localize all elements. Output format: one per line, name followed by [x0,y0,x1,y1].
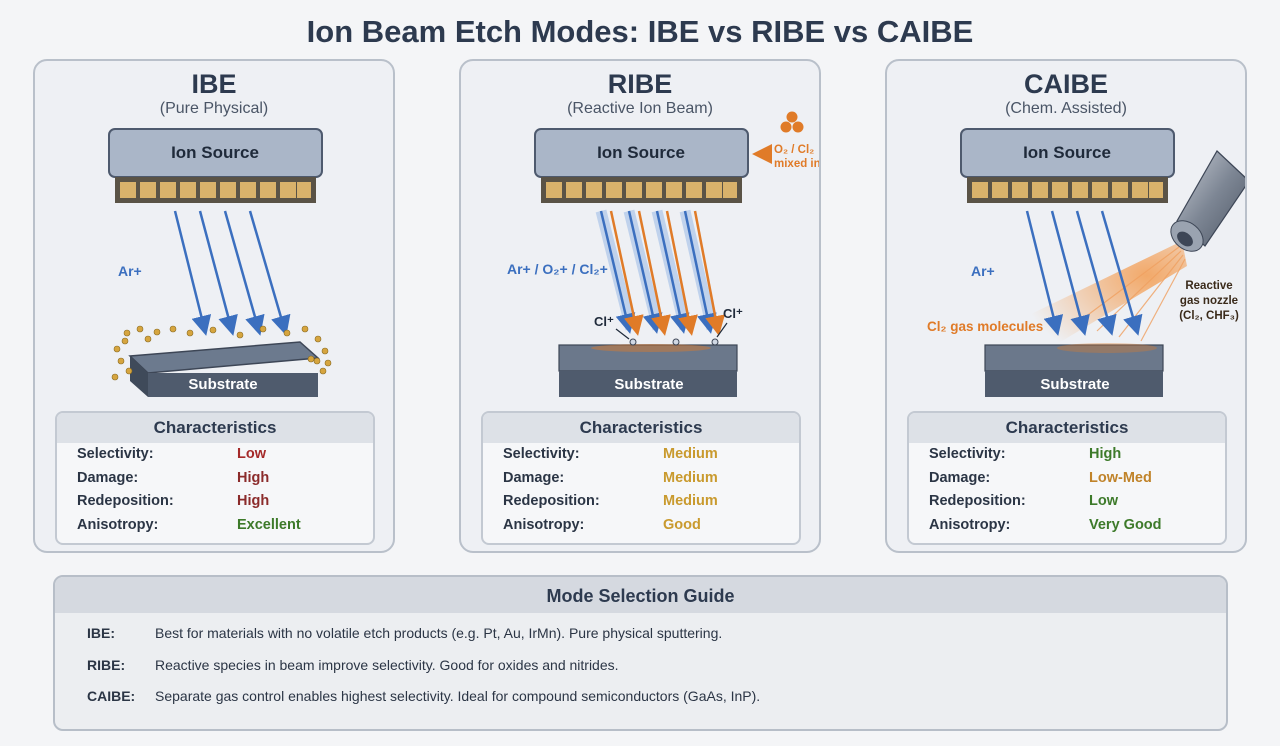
characteristic-value: High [237,469,270,486]
substrate: Substrate [128,341,320,397]
characteristic-label: Redeposition: [929,493,1026,509]
characteristics-box: Characteristics Selectivity: High Damage… [907,411,1227,545]
beam-label: Ar+ / O₂+ / Cl₂+ [507,261,608,277]
characteristic-label: Anisotropy: [929,516,1011,533]
characteristic-row: Selectivity: Low [57,443,373,467]
characteristic-label: Redeposition: [503,493,600,509]
page-title: Ion Beam Etch Modes: IBE vs RIBE vs CAIB… [306,14,974,49]
ion-beams [173,210,291,336]
panel-subtitle: (Pure Physical) [159,100,269,117]
ion-source-label: Ion Source [171,143,259,162]
characteristic-label: Anisotropy: [503,516,585,533]
ion-source-label: Ion Source [1023,143,1111,162]
characteristic-label: Anisotropy: [77,516,159,533]
characteristic-value: Medium [663,446,718,462]
gas-plume [1027,241,1187,356]
ion-source: Ion Source [960,128,1175,203]
characteristic-value: Low [1089,493,1118,509]
panel-ibe: IBE (Pure Physical) Ion Source [33,59,395,553]
guide-title: Mode Selection Guide [55,577,1226,613]
characteristic-label: Damage: [929,469,991,486]
panel-ribe: RIBE (Reactive Ion Beam) Ion Source O₂ /… [459,59,821,553]
gas-label: O₂ / Cl₂ [774,144,814,156]
characteristic-value: Medium [663,469,718,486]
substrate: Substrate [558,338,738,397]
characteristic-value: High [1089,446,1122,462]
characteristics-title: Characteristics [483,413,799,443]
characteristic-row: Selectivity: Medium [483,443,799,467]
characteristic-row: Selectivity: High [909,443,1225,467]
characteristic-row: Anisotropy: Very Good [909,514,1225,538]
nozzle-label: Reactive [1185,280,1232,292]
characteristic-row: Anisotropy: Good [483,514,799,538]
characteristic-row: Anisotropy: Excellent [57,514,373,538]
caibe-diagram: Ion Source Ar+ Cl₂ gas molecules Reactiv… [927,128,1245,397]
gas-molecules-label: Cl₂ gas molecules [927,319,1043,334]
gas-molecule-icon [780,111,804,133]
characteristic-value: Good [663,516,701,533]
redeposition-particles [111,325,332,381]
characteristics-box: Characteristics Selectivity: Low Damage:… [55,411,375,545]
ibe-diagram: Ion Source Ar+ Substrate [108,128,332,397]
ion-source-label: Ion Source [597,143,685,162]
substrate-label: Substrate [188,376,257,393]
characteristic-label: Damage: [77,469,139,486]
characteristic-value: Low-Med [1089,469,1152,486]
characteristic-label: Damage: [503,469,565,486]
characteristic-value: High [237,493,270,509]
ion-source: Ion Source [534,128,749,203]
panel-title: IBE [191,69,237,99]
characteristics-title: Characteristics [909,413,1225,443]
characteristic-row: Redeposition: Medium [483,490,799,514]
guide-text: Best for materials with no volatile etch… [155,625,723,641]
characteristics-title: Characteristics [57,413,373,443]
beam-label: Ar+ [118,263,142,279]
substrate-label: Substrate [1040,376,1109,393]
characteristic-row: Damage: High [57,467,373,491]
substrate: Substrate [984,343,1164,397]
guide-text: Reactive species in beam improve selecti… [155,657,619,673]
beam-label: Ar+ [971,263,995,279]
ion-source: Ion Source [108,128,323,203]
nozzle-label: (Cl₂, CHF₃) [1179,310,1239,322]
characteristic-value: Low [237,446,266,462]
cl-ion-label: Cl⁺ [723,306,743,321]
guide-mode: IBE: [87,625,115,641]
substrate-label: Substrate [614,376,683,393]
characteristic-row: Redeposition: Low [909,490,1225,514]
characteristic-row: Damage: Medium [483,467,799,491]
characteristic-label: Selectivity: [929,446,1006,462]
characteristic-value: Excellent [237,516,301,533]
mode-selection-guide: Mode Selection Guide IBE: Best for mater… [53,575,1228,731]
ribe-diagram: Ion Source O₂ / Cl₂ mixed in [507,111,819,397]
characteristic-value: Medium [663,493,718,509]
ion-beams [1025,210,1143,336]
characteristic-value: Very Good [1089,516,1162,533]
guide-mode: CAIBE: [87,688,136,704]
characteristics-box: Characteristics Selectivity: Medium Dama… [481,411,801,545]
cl-ion-label: Cl⁺ [594,314,614,329]
ion-beams [595,209,725,336]
characteristic-label: Selectivity: [503,446,580,462]
characteristic-label: Redeposition: [77,493,174,509]
panel-title: RIBE [607,69,673,99]
characteristic-row: Damage: Low-Med [909,467,1225,491]
panel-subtitle: (Chem. Assisted) [1005,100,1127,117]
panel-caibe: CAIBE (Chem. Assisted) Ion S [885,59,1247,553]
guide-mode: RIBE: [87,657,126,673]
panel-subtitle: (Reactive Ion Beam) [567,100,713,117]
guide-text: Separate gas control enables highest sel… [155,688,761,704]
panel-title: CAIBE [1023,69,1108,99]
characteristic-label: Selectivity: [77,446,154,462]
characteristic-row: Redeposition: High [57,490,373,514]
gas-nozzle-icon [1170,150,1245,252]
nozzle-label: gas nozzle [1180,295,1238,307]
gas-label-mixed: mixed in [774,158,819,170]
